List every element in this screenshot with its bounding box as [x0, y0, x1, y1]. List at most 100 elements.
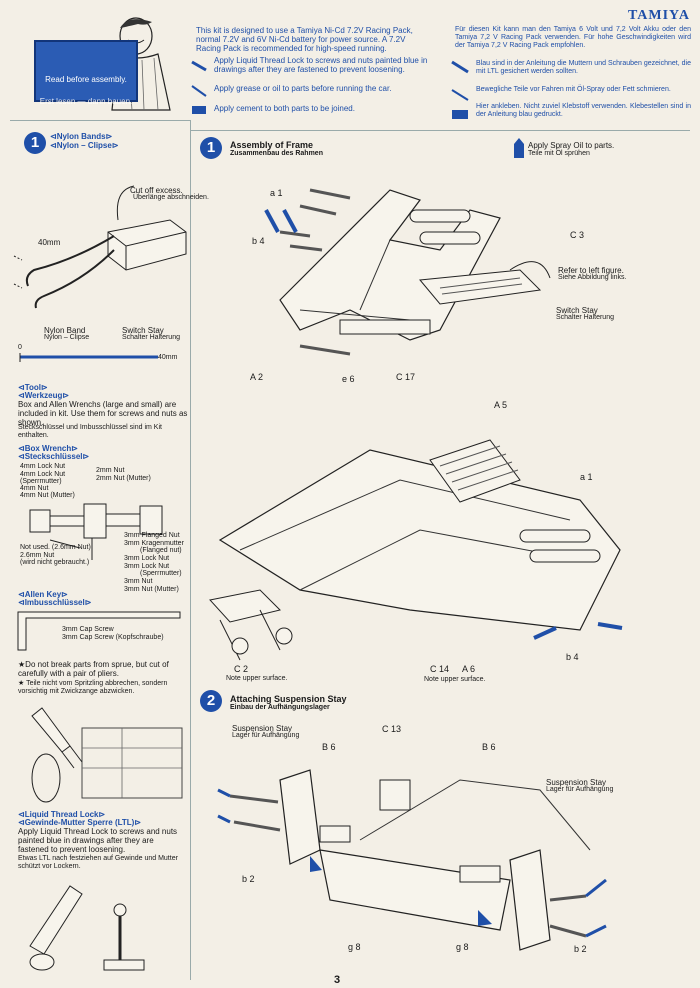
part-b2-left: b 2 — [242, 874, 255, 884]
part-c14: C 14 — [430, 664, 450, 674]
part-c13: C 13 — [382, 724, 402, 734]
allen-key-illustration — [17, 611, 181, 651]
lock-nut-3-en: 3mm Lock Nut — [124, 555, 170, 562]
not-used-de2: (wird nicht gebraucht.) — [20, 559, 90, 566]
note-upper-c2: Note upper surface. — [226, 675, 288, 682]
scale-start: 0 — [18, 344, 22, 351]
part-c2: C 2 — [234, 664, 249, 674]
flanged-nut-en: 3mm Flanged Nut — [124, 532, 180, 539]
suspension-stay-left-de: Lager für Aufhängung — [232, 732, 300, 739]
part-b6-left: B 6 — [322, 742, 336, 752]
not-used-de: 2.6mm Nut — [20, 552, 55, 559]
lock-nut-3-de2: (Sperrmutter) — [140, 570, 182, 577]
scale-end: 40mm — [158, 354, 178, 361]
notice-en: This kit is designed to use a Tamiya Ni-… — [196, 26, 413, 53]
notice-de: Für diesen Kit kann man den Tamiya 6 Vol… — [455, 26, 691, 49]
switch-stay-step1-de: Schalter Halterung — [556, 314, 614, 321]
legend-de-1: Blau sind in der Anleitung die Muttern u… — [476, 60, 691, 75]
flanged-nut-de2: (Flanged nut) — [140, 547, 182, 554]
step2-title-de: Einbau der Aufhängungslager — [230, 704, 330, 711]
nylon-band-illustration — [13, 185, 187, 309]
nylon-band-label-en: Nylon Band — [44, 326, 86, 335]
column-divider — [190, 120, 191, 980]
suspension-stay-right-de: Lager für Aufhängung — [546, 786, 614, 793]
cut-off-en: Cut off excess. — [130, 186, 183, 195]
step1-title-en: Assembly of Frame — [230, 140, 314, 150]
part-e6: e 6 — [342, 374, 355, 384]
part-a6: A 6 — [462, 664, 476, 674]
lock-nut-4-de: 4mm Lock Nut — [20, 471, 66, 478]
switch-stay-step1-en: Switch Stay — [556, 306, 598, 315]
suspension-stay-right-en: Suspension Stay — [546, 778, 607, 787]
cut-off-de: Überlänge abschneiden. — [133, 194, 209, 201]
nylon-length: 40mm — [38, 238, 61, 247]
nylon-scale-bar — [19, 353, 158, 362]
part-b2-right: b 2 — [574, 944, 587, 954]
flanged-nut-de: 3mm Kragenmutter — [124, 540, 184, 547]
step1-title-de: Zusammenbau des Rahmen — [230, 150, 323, 157]
nut-4-en: 4mm Nut — [20, 485, 49, 492]
frame-top-illustration — [279, 188, 551, 356]
step2-number: 2 — [200, 690, 222, 712]
tool-text-de: Steckschlüssel und Imbusschlüssel sind i… — [18, 424, 162, 439]
nut-3-de: 3mm Nut (Mutter) — [124, 586, 179, 593]
tool-title-en: ⊲Tool⊳ — [18, 383, 48, 392]
part-b4-lower: b 4 — [566, 652, 579, 662]
box-wrench-title-en: ⊲Box Wrench⊳ — [18, 444, 78, 453]
step1-number: 1 — [200, 137, 222, 159]
nut-3-en: 3mm Nut — [124, 578, 153, 585]
cap-screw-de: 3mm Cap Screw (Kopfschraube) — [62, 634, 164, 641]
sprue-note-en: ★Do not break parts from sprue, but cut … — [18, 660, 169, 678]
part-g8-left: g 8 — [348, 942, 361, 952]
ltl-arrows-b4 — [264, 209, 298, 233]
left-top-rule — [10, 120, 190, 121]
tool-text-en: Box and Allen Wrenchs (large and small) … — [18, 400, 188, 427]
legend-en-3: Apply cement to both parts to be joined. — [214, 104, 355, 113]
read-before-en: Read before assembly. — [45, 75, 127, 84]
not-used-en: Not used. (2.6mm Nut) — [20, 544, 91, 551]
sprue-cutting-illustration — [31, 707, 183, 803]
nut-4-de: 4mm Nut (Mutter) — [20, 492, 75, 499]
ltl-text-en: Apply Liquid Thread Lock to screws and n… — [18, 827, 178, 854]
lock-nut-3-de: 3mm Lock Nut — [124, 563, 170, 570]
legend-en-1: Apply Liquid Thread Lock to screws and n… — [214, 56, 428, 74]
legend-en-2: Apply grease or oil to parts before runn… — [214, 84, 392, 93]
cap-screw-en: 3mm Cap Screw — [62, 626, 114, 633]
ltl-text-de: Etwas LTL nach festziehen auf Gewinde un… — [18, 855, 178, 870]
nylon-step-number: 1 — [24, 132, 46, 154]
part-a1-top: a 1 — [270, 188, 283, 198]
ltl-bottle-illustration — [29, 885, 145, 971]
brand-logo: TAMIYA — [627, 8, 690, 23]
refer-figure-en: Refer to left figure. — [558, 266, 624, 275]
spray-oil-icon — [514, 138, 524, 158]
step2-title-en: Attaching Suspension Stay — [230, 694, 347, 704]
legend-icons-de — [451, 60, 469, 119]
nylon-title-de: ⊲Nylon – Clipse⊳ — [50, 141, 119, 150]
part-c3: C 3 — [570, 230, 585, 240]
nut-2-en: 2mm Nut — [96, 467, 125, 474]
ltl-title-en: ⊲Liquid Thread Lock⊳ — [18, 810, 106, 819]
legend-de-2: Bewegliche Teile vor Fahren mit Öl-Spray… — [476, 86, 671, 93]
switch-stay-label-de: Schalter Halterung — [122, 334, 180, 341]
step1-rule — [190, 130, 690, 131]
nylon-band-label-de: Nylon – Clipse — [44, 334, 90, 341]
part-c17: C 17 — [396, 372, 416, 382]
lock-nut-4-de2: (Sperrmutter) — [20, 478, 62, 485]
tool-title-de: ⊲Werkzeug⊳ — [18, 391, 70, 400]
part-b6-right: B 6 — [482, 742, 496, 752]
switch-stay-label-en: Switch Stay — [122, 326, 164, 335]
nylon-title-en: ⊲Nylon Bands⊳ — [50, 132, 113, 141]
box-wrench-title-de: ⊲Steckschlüssel⊳ — [18, 452, 90, 461]
suspension-stay-illustration — [217, 769, 607, 951]
allen-key-title-de: ⊲Imbusschlüssel⊳ — [18, 598, 92, 607]
part-a2: A 2 — [250, 372, 264, 382]
nut-2-de: 2mm Nut (Mutter) — [96, 475, 151, 482]
note-upper-a6: Note upper surface. — [424, 676, 486, 683]
ltl-arrows-b4-lower — [533, 622, 623, 640]
box-wrench-illustration — [29, 503, 163, 560]
sprue-note-de: ★ Teile nicht vom Spritzling abbrechen, … — [18, 680, 168, 695]
frame-full-illustration — [209, 439, 621, 661]
legend-icons-en — [191, 60, 207, 114]
read-before-sign: Read before assembly. Erst lesen — dann … — [34, 40, 138, 106]
